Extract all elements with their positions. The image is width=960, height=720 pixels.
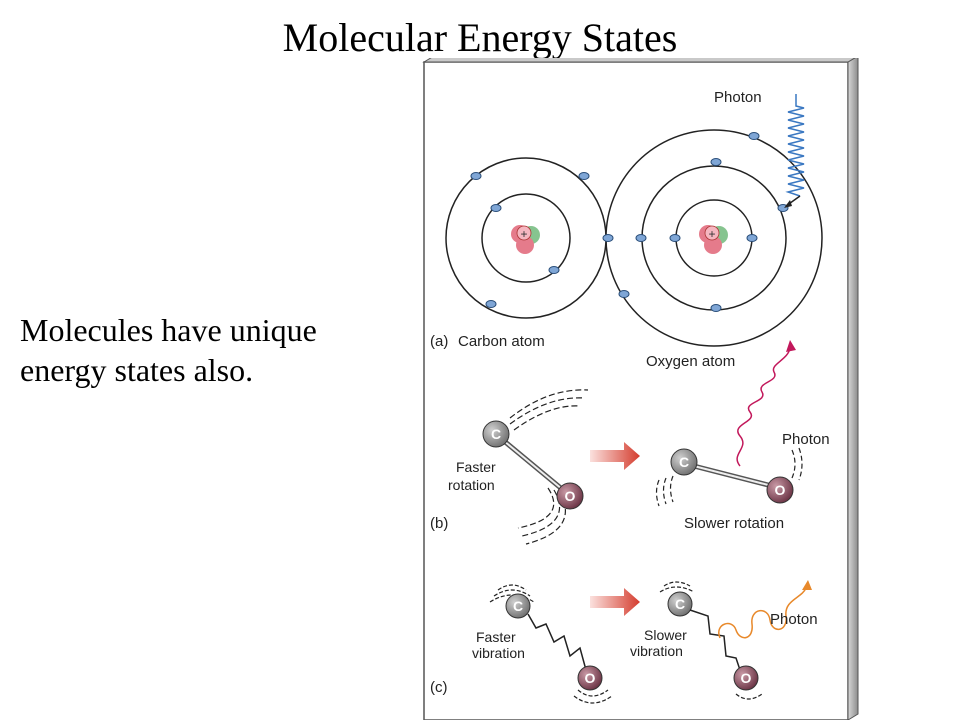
slower-vibration-line2: vibration: [630, 643, 683, 659]
photon-label-b: Photon: [782, 431, 830, 448]
panel-a-tag: (a): [430, 333, 448, 350]
panel-c-tag: (c): [430, 679, 448, 696]
figure-svg: + +: [422, 58, 859, 720]
slide-title: Molecular Energy States: [282, 15, 678, 60]
faster-vibration-line2: vibration: [472, 645, 525, 661]
body-line-2: energy states also.: [20, 352, 254, 388]
oxygen-nucleus: +: [699, 225, 728, 254]
transition-arrow-c: [590, 588, 640, 616]
oxygen-atom-b2: [766, 476, 794, 504]
spring-fast: [527, 613, 587, 671]
panel-b-tag: (b): [430, 515, 448, 532]
svg-text:C: C: [491, 426, 501, 442]
body-line-1: Molecules have unique: [20, 312, 317, 348]
svg-text:C: C: [679, 454, 689, 470]
spring-slow: [689, 609, 741, 671]
faster-vibration-line1: Faster: [476, 629, 516, 645]
panel-b: C O Faster rotation (b) C O Photon Slowe…: [430, 340, 830, 545]
svg-text:C: C: [513, 598, 523, 614]
svg-text:O: O: [585, 670, 596, 686]
oxygen-atom-c2: [733, 665, 759, 691]
svg-text:O: O: [775, 482, 786, 498]
carbon-nucleus: +: [511, 225, 540, 254]
oxygen-atom-c1: [577, 665, 603, 691]
panel-a: + +: [430, 89, 823, 370]
card-top-edge: [422, 58, 856, 63]
card-edge: [847, 58, 859, 720]
svg-text:+: +: [520, 227, 527, 241]
carbon-inner-shell: [481, 193, 571, 283]
carbon-atom-b2: [670, 448, 698, 476]
photon-wave-red: [736, 347, 791, 467]
svg-text:C: C: [675, 596, 685, 612]
slower-vibration-line1: Slower: [644, 627, 687, 643]
svg-text:+: +: [708, 227, 715, 241]
electrons: [470, 132, 789, 312]
slower-rotation-label: Slower rotation: [684, 515, 784, 532]
body-text: Molecules have unique energy states also…: [20, 310, 420, 390]
faster-rotation-line2: rotation: [448, 477, 495, 493]
figure-card: [423, 61, 849, 720]
carbon-atom-c2: [667, 591, 693, 617]
faster-rotation-line1: Faster: [456, 459, 496, 475]
svg-text:O: O: [741, 670, 752, 686]
svg-text:O: O: [565, 488, 576, 504]
photon-label-a: Photon: [714, 89, 762, 106]
carbon-atom-b1: [482, 420, 510, 448]
transition-arrow-b: [590, 442, 640, 470]
carbon-atom-label: Carbon atom: [458, 333, 545, 350]
molecular-energy-figure: + +: [418, 58, 870, 720]
oxygen-atom-b1: [556, 482, 584, 510]
oxygen-atom-label: Oxygen atom: [646, 353, 735, 370]
photon-wave-orange: [718, 587, 807, 639]
photon-label-c: Photon: [770, 611, 818, 628]
carbon-atom-c1: [505, 593, 531, 619]
photon-wave-blue: [785, 94, 805, 197]
panel-c: C O Faster vibration (c) C O Slower vibr…: [430, 580, 818, 704]
